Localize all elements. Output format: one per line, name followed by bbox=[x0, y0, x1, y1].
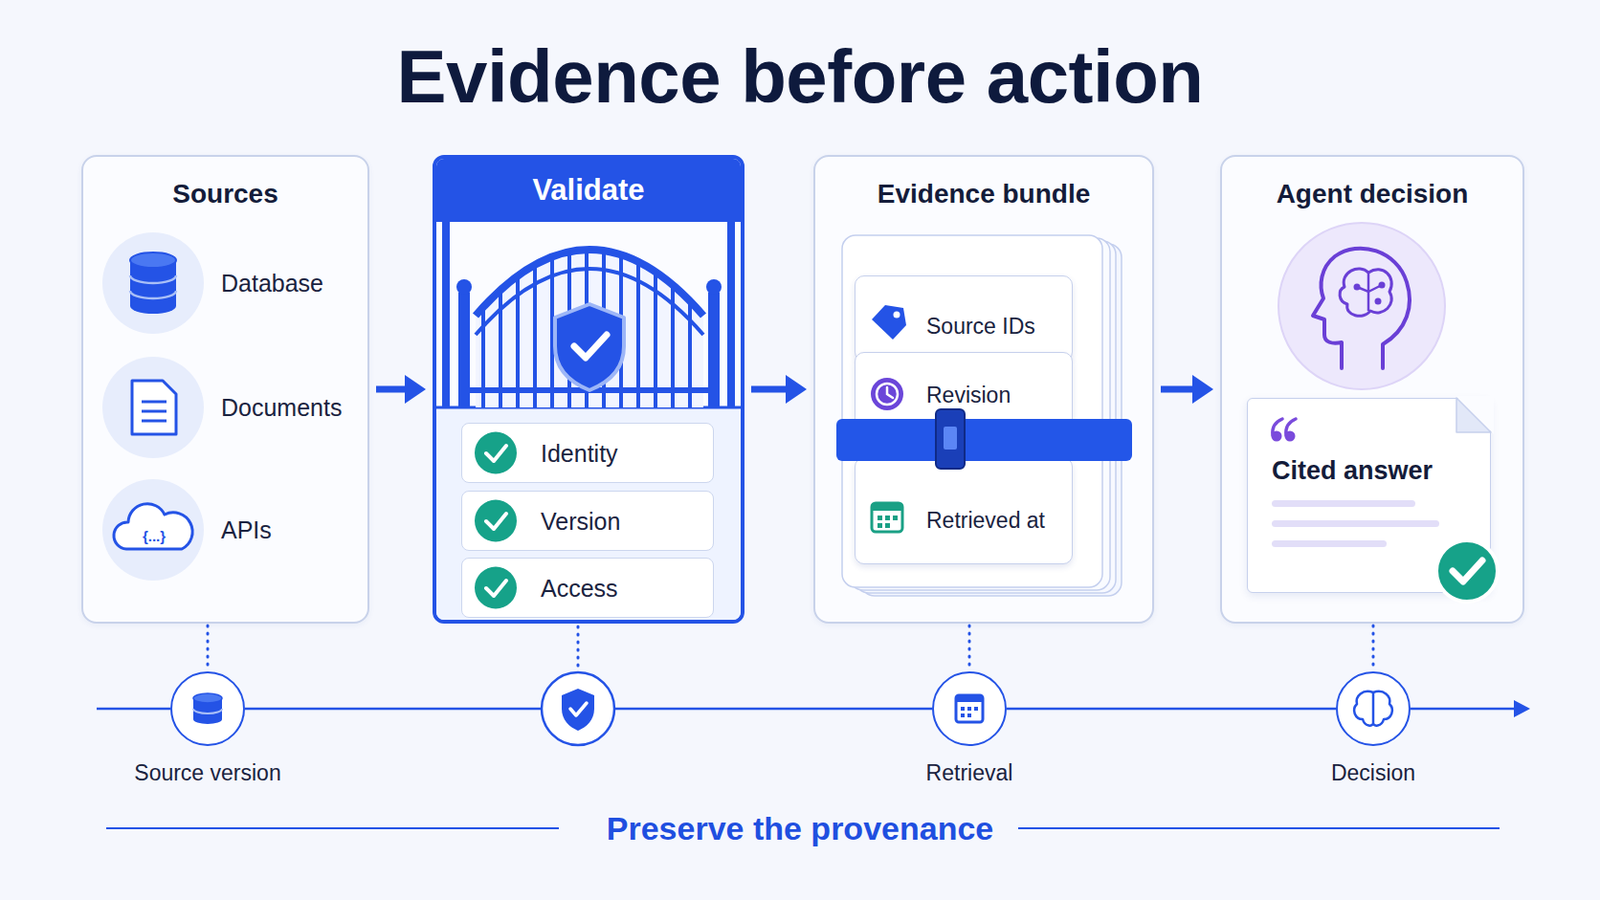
card-label: Retrieved at bbox=[926, 506, 1045, 535]
check-item: Identity bbox=[461, 422, 714, 484]
stage-panel: SourcesDatabaseDocumentsAPIs bbox=[81, 155, 370, 624]
item-label: APIs bbox=[221, 513, 272, 547]
diagram-caption: Preserve the provenance bbox=[606, 809, 994, 848]
connector bbox=[1006, 709, 1336, 711]
caption-rule bbox=[106, 827, 559, 830]
panel-heading: Agent decision bbox=[1222, 177, 1523, 211]
connector bbox=[207, 625, 209, 670]
panel-heading: Sources bbox=[83, 177, 368, 211]
answer-label: Cited answer bbox=[1271, 455, 1433, 487]
connector bbox=[1160, 375, 1214, 404]
stack-sheet bbox=[849, 238, 1111, 591]
check-item: Access bbox=[461, 557, 714, 619]
connector-line bbox=[751, 386, 788, 394]
timeline-marker bbox=[541, 672, 615, 746]
connector-line bbox=[244, 708, 933, 712]
panel-heading: Validate bbox=[436, 158, 741, 223]
connector bbox=[969, 625, 971, 670]
shield-check bbox=[570, 703, 587, 716]
connector-line bbox=[1372, 625, 1376, 670]
connector-line bbox=[1006, 708, 1336, 712]
connector bbox=[376, 375, 426, 404]
item-label: Documents bbox=[221, 391, 342, 424]
connector-line bbox=[206, 625, 210, 670]
stage-panel: Agent decisionCited answer bbox=[1220, 155, 1525, 624]
item-label: Database bbox=[221, 266, 324, 300]
validate-panel: ValidateIdentityVersionAccess bbox=[432, 155, 745, 624]
check-label: Version bbox=[540, 505, 621, 538]
stack-sheet bbox=[842, 235, 1103, 588]
evidence-card: Source IDs bbox=[854, 275, 1073, 362]
timeline-line bbox=[1410, 708, 1518, 712]
icon-label: {...} bbox=[142, 528, 166, 546]
source-item: Database bbox=[100, 231, 359, 335]
arrowhead bbox=[1192, 375, 1214, 404]
dotted-leader bbox=[577, 626, 580, 671]
timeline-label: Retrieval bbox=[926, 759, 1014, 787]
shield-icon bbox=[561, 688, 595, 732]
timeline-node: Retrieval bbox=[932, 671, 1007, 747]
source-item: APIs bbox=[100, 478, 359, 582]
check-item: Version bbox=[461, 490, 714, 552]
arrowhead bbox=[785, 375, 807, 404]
arrowhead bbox=[404, 375, 426, 404]
connector bbox=[244, 709, 933, 711]
validate-lower-area bbox=[436, 407, 741, 621]
connector-line bbox=[968, 625, 972, 670]
stage-panel: Evidence bundleSource IDsRevisionRetriev… bbox=[813, 155, 1155, 624]
panel-heading: Evidence bundle bbox=[815, 177, 1153, 211]
card-label: Revision bbox=[926, 380, 1011, 410]
timeline-node: Source version bbox=[170, 671, 245, 747]
check-label: Access bbox=[540, 572, 619, 605]
connector-line bbox=[376, 386, 407, 394]
connector-line bbox=[1160, 386, 1195, 394]
timeline-line bbox=[96, 708, 171, 712]
timeline-arrowhead bbox=[1513, 700, 1531, 718]
timeline-label: Decision bbox=[1331, 759, 1416, 787]
evidence-card: Revision bbox=[854, 352, 1073, 452]
timeline-label: Source version bbox=[133, 759, 281, 787]
connector bbox=[751, 375, 807, 404]
card-label: Source IDs bbox=[926, 311, 1036, 341]
caption-rule bbox=[1018, 827, 1500, 830]
answer-card: Cited answer bbox=[1246, 398, 1491, 594]
check-label: Identity bbox=[540, 437, 619, 470]
source-item: Documents bbox=[100, 355, 359, 460]
diagram-title: Evidence before action bbox=[397, 39, 1204, 114]
timeline-node: Decision bbox=[1335, 671, 1411, 747]
connector bbox=[1373, 625, 1375, 670]
evidence-card: Retrieved at bbox=[854, 457, 1073, 565]
